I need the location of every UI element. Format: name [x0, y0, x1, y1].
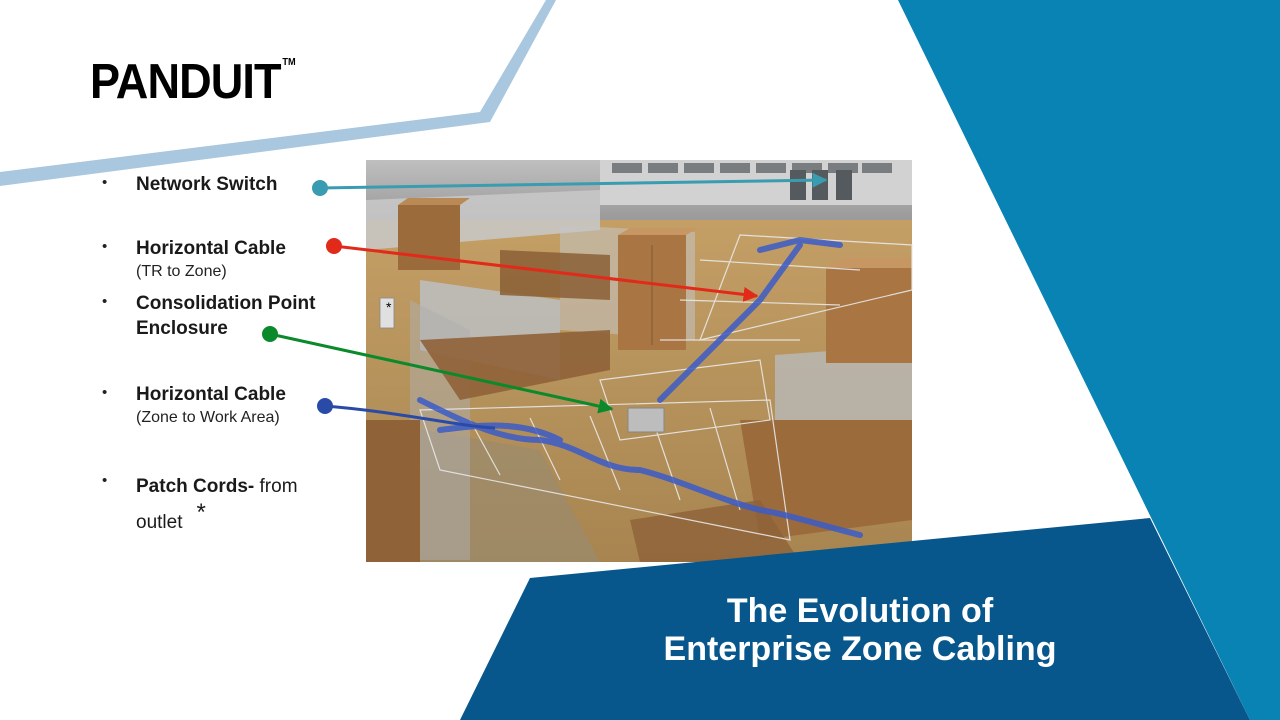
logo-wordmark: PANDUIT: [90, 55, 281, 109]
bullet-dot: •: [102, 174, 108, 191]
bullet-dot: •: [102, 384, 108, 401]
callout-arrow-horizontal-cable-tr: [333, 244, 759, 302]
bullet-title: Horizontal Cable: [136, 384, 286, 405]
video-title: The Evolution of Enterprise Zone Cabling: [560, 592, 1160, 668]
callout-dot-horizontal-cable-zone: [317, 398, 333, 414]
bullet-text: Consolidation Point Enclosure: [136, 291, 366, 341]
callout-dot-consolidation-point: [262, 326, 278, 342]
callout-arrow-consolidation-point: [269, 332, 614, 414]
bullet-title: Horizontal Cable: [136, 238, 286, 259]
office-illustration: [366, 160, 913, 562]
bullet-dot: •: [102, 238, 108, 255]
title-line-2: Enterprise Zone Cabling: [663, 630, 1057, 668]
trademark-symbol: TM: [282, 57, 296, 68]
callout-dot-horizontal-cable-tr: [326, 238, 342, 254]
bullet-subtitle: (Zone to Work Area): [136, 409, 280, 426]
bullet-title: Consolidation Point Enclosure: [136, 293, 316, 339]
bullet-text: Horizontal Cable (TR to Zone): [136, 236, 366, 283]
teal-right-panel: [898, 0, 1280, 720]
bullet-text: Network Switch: [136, 172, 366, 197]
callout-arrow-network-switch: [319, 172, 828, 190]
navy-title-banner: [460, 518, 1250, 720]
bullet-dot: •: [102, 293, 108, 310]
bullet-detail: from outlet: [136, 476, 298, 533]
bullet-title: Patch Cords-: [136, 476, 255, 497]
bullet-text: Horizontal Cable (Zone to Work Area): [136, 382, 366, 429]
outlet-marker: *: [386, 299, 392, 315]
bullet-subtitle: (TR to Zone): [136, 263, 227, 280]
bullet-footnote-marker: *: [196, 499, 206, 526]
title-line-1: The Evolution of: [726, 592, 994, 630]
bullet-dot: •: [102, 472, 108, 489]
callout-dot-network-switch: [312, 180, 328, 196]
bullet-title: Network Switch: [136, 174, 278, 195]
bullet-text: Patch Cords- from outlet*: [136, 470, 366, 540]
light-blue-diagonal-band: [0, 0, 556, 186]
callout-line-horizontal-cable-zone: [324, 404, 496, 430]
